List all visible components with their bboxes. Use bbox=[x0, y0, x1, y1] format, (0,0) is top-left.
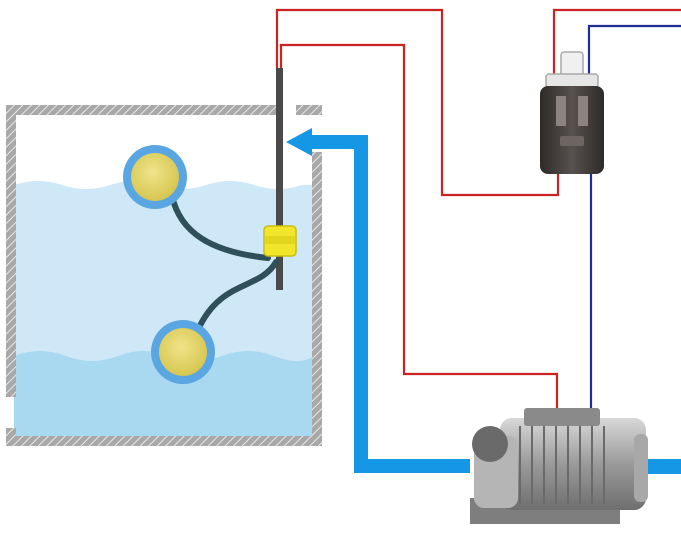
relay-top bbox=[545, 73, 599, 89]
water-tank-contents bbox=[14, 181, 314, 444]
float-switch-lower bbox=[151, 320, 215, 384]
pump-fins bbox=[519, 426, 605, 504]
wire-red-top bbox=[275, 8, 560, 197]
tank-right-wall bbox=[312, 152, 322, 444]
wire-blue-relay bbox=[587, 24, 681, 80]
pump-terminal-box bbox=[524, 408, 600, 426]
cable-clamp-band bbox=[264, 236, 296, 244]
wire-red-relay bbox=[552, 8, 681, 80]
inlet-pipe bbox=[286, 128, 681, 474]
pump-motor bbox=[500, 418, 646, 510]
support-rod bbox=[276, 68, 283, 290]
control-relay bbox=[540, 51, 604, 174]
lower-float-cable bbox=[195, 259, 279, 333]
inlet-pipe-arrowhead bbox=[286, 128, 312, 156]
tank-top-right-rim bbox=[296, 105, 322, 115]
tank-left-wall bbox=[6, 105, 16, 397]
wiring-red bbox=[275, 8, 681, 410]
water-pump bbox=[470, 408, 648, 524]
wiring-blue bbox=[587, 24, 681, 412]
relay-body bbox=[540, 86, 604, 174]
float-switch-upper bbox=[123, 145, 187, 209]
relay-terminal-right bbox=[578, 96, 588, 126]
pump-inlet-cap bbox=[472, 426, 508, 462]
relay-terminal-left bbox=[556, 96, 566, 126]
upper-float-cable bbox=[169, 193, 271, 261]
tank-bottom bbox=[6, 436, 322, 446]
outlet-pipe bbox=[640, 459, 681, 474]
wire-red-loop bbox=[279, 43, 559, 410]
float-cables bbox=[169, 193, 279, 333]
water-surface-lower bbox=[14, 351, 314, 444]
relay-slot bbox=[560, 136, 584, 146]
pump-end-cap bbox=[634, 434, 648, 502]
water-tank bbox=[6, 105, 322, 446]
tank-top-left-rim bbox=[6, 105, 276, 115]
inlet-pipe-body bbox=[305, 135, 470, 473]
